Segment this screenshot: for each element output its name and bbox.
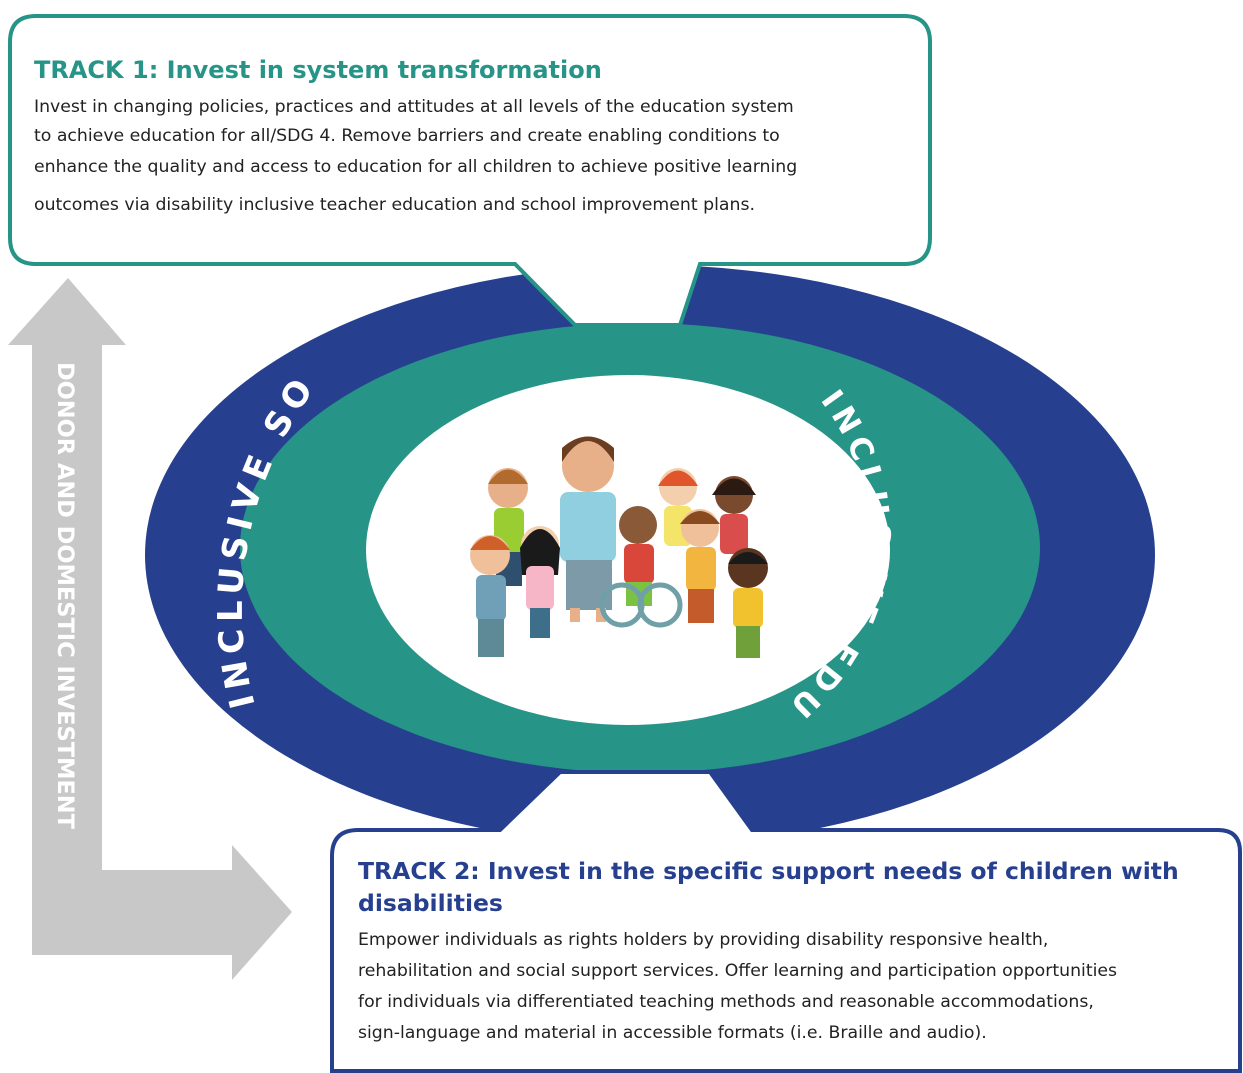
child-figure (728, 548, 768, 658)
child-in-wheelchair-figure (599, 506, 683, 628)
track1-title: TRACK 1: Invest in system transformation (34, 56, 602, 84)
track1-body-line: outcomes via disability inclusive teache… (34, 195, 755, 215)
child-figure (680, 509, 720, 623)
track1-callout: TRACK 1: Invest in system transformation… (8, 14, 932, 327)
track2-body-line: rehabilitation and social support servic… (358, 961, 1117, 981)
child-figure (658, 468, 698, 546)
track2-callout: TRACK 2: Invest in the specific support … (330, 770, 1242, 1073)
investment-arrow: DONOR AND DOMESTIC INVESTMENT (8, 278, 292, 980)
track1-body-line: Invest in changing policies, practices a… (34, 97, 794, 117)
track2-body-line: for individuals via differentiated teach… (358, 992, 1094, 1012)
arrow-shape (8, 278, 292, 980)
track2-body-line: sign-language and material in accessible… (358, 1023, 987, 1043)
track1-body-line: enhance the quality and access to educat… (34, 157, 797, 177)
track2-callout-shape (330, 770, 1242, 1073)
child-figure (712, 476, 756, 554)
track2-title-line: disabilities (358, 889, 503, 917)
track2-body-line: Empower individuals as rights holders by… (358, 930, 1048, 950)
track1-body-line: to achieve education for all/SDG 4. Remo… (34, 126, 780, 146)
arrow-label: DONOR AND DOMESTIC INVESTMENT (52, 362, 78, 830)
children-and-teacher-illustration (470, 436, 768, 658)
child-figure (470, 535, 510, 657)
child-figure (520, 526, 560, 638)
track2-title-line: TRACK 2: Invest in the specific support … (358, 857, 1179, 885)
track1-callout-shape (8, 14, 932, 327)
